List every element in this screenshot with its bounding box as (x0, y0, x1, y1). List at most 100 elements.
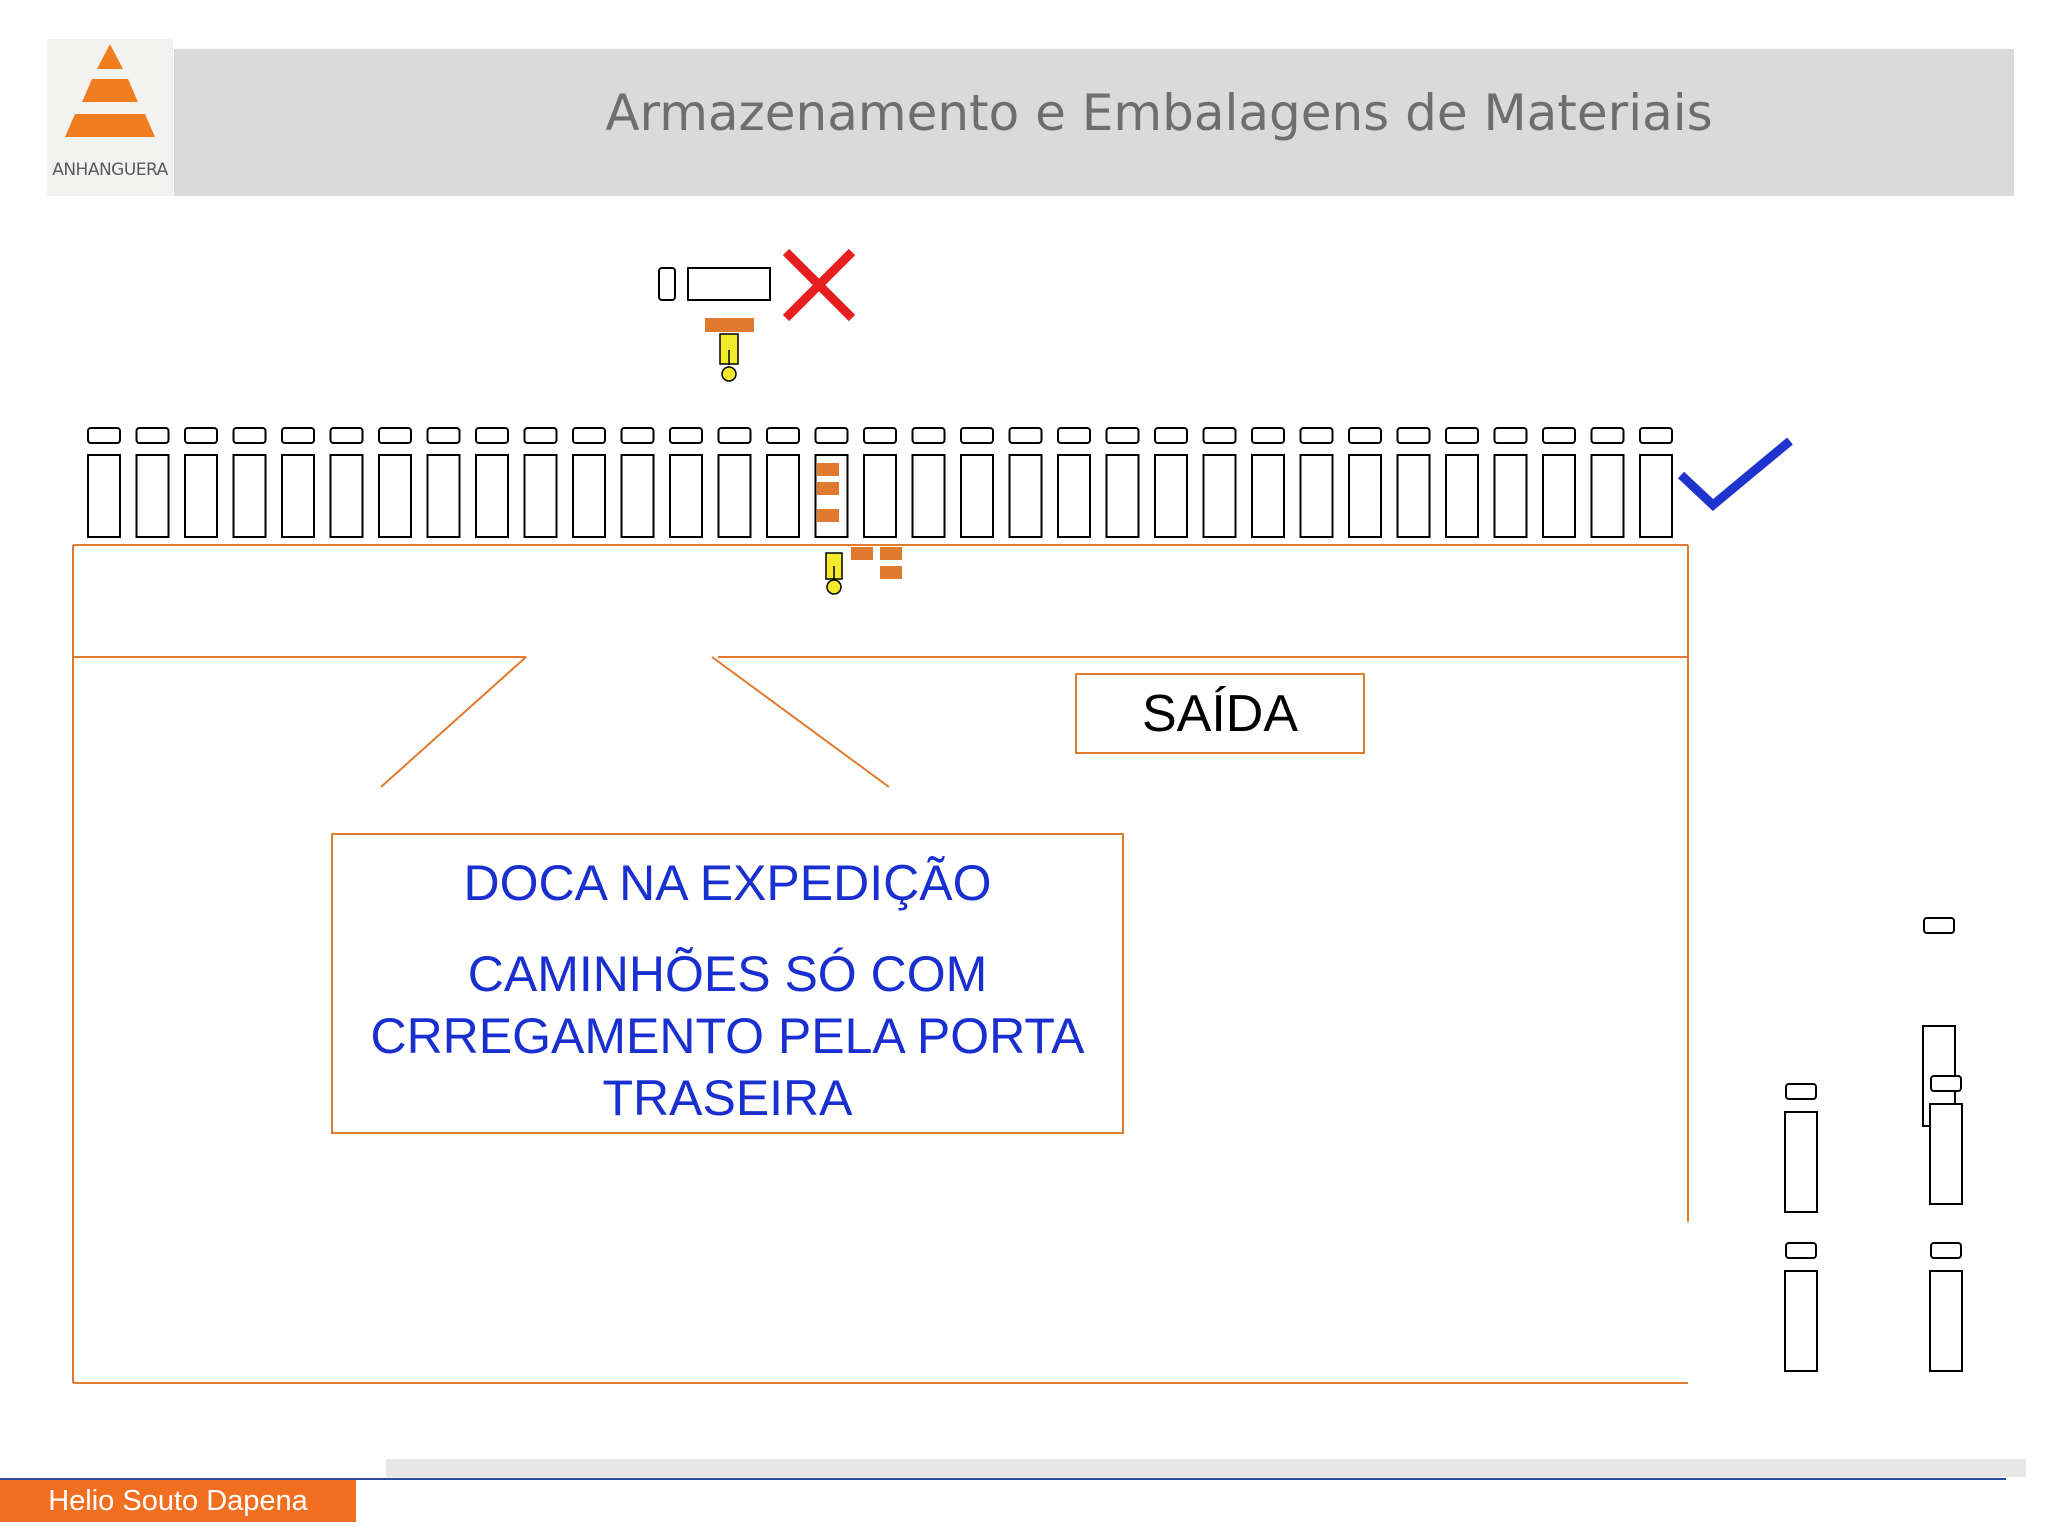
truck-cab (1493, 427, 1528, 444)
truck (87, 427, 121, 538)
truck-trailer (1590, 454, 1625, 538)
truck-cab (1542, 427, 1576, 444)
pallet (851, 547, 873, 560)
truck-cab (378, 427, 412, 444)
truck-trailer (329, 454, 364, 538)
truck-trailer (1396, 454, 1431, 538)
pallet (817, 509, 839, 522)
header-band: Armazenamento e Embalagens de Materiais (174, 49, 2014, 196)
truck-trailer (184, 454, 218, 538)
truck-cab (1251, 427, 1285, 444)
exit-label-box: SAÍDA (1075, 673, 1365, 754)
check-icon (1677, 437, 1793, 512)
truck-cab (572, 427, 606, 444)
truck (523, 427, 558, 538)
truck-trailer (232, 454, 267, 538)
truck (1784, 1083, 1818, 1213)
truck-trailer (1493, 454, 1528, 538)
truck-cab (1299, 427, 1334, 444)
dock-label: DOCA NA EXPEDIÇÃO (463, 855, 992, 911)
truck-cab (863, 427, 897, 444)
truck (669, 427, 703, 538)
truck (135, 427, 170, 538)
truck (1922, 917, 1956, 1127)
truck-trailer (572, 454, 606, 538)
truck-trailer (1542, 454, 1576, 538)
truck-cab (717, 427, 752, 444)
forklift-wheel (826, 579, 842, 595)
truck-cab (426, 427, 461, 444)
truck-cab (1348, 427, 1382, 444)
wrong-parking-example (658, 248, 856, 382)
truck-trailer (475, 454, 509, 538)
anhanguera-logo: ANHANGUERA (47, 39, 173, 196)
truck-trailer (1105, 454, 1140, 538)
truck-cab (135, 427, 170, 444)
entrance-line-right (711, 656, 890, 788)
parked-trucks (1784, 917, 1963, 1372)
truck (378, 427, 412, 538)
truck-trailer (1784, 1111, 1818, 1213)
truck (1639, 427, 1673, 538)
truck-cab (1445, 427, 1479, 444)
truck-cab (1923, 917, 1955, 934)
truck (863, 427, 897, 538)
truck-trailer (766, 454, 800, 538)
truck (1445, 427, 1479, 538)
truck (1057, 427, 1091, 538)
truck-trailer (1299, 454, 1334, 538)
footer-author: Helio Souto Dapena (0, 1480, 356, 1522)
truck (232, 427, 267, 538)
forklift-wheel (721, 366, 737, 382)
truck-cab (523, 427, 558, 444)
truck-cab (232, 427, 267, 444)
footer-divider (0, 1478, 2006, 1480)
truck (1008, 427, 1043, 538)
truck (281, 427, 315, 538)
truck-cab (1930, 1242, 1962, 1259)
truck-cab (1202, 427, 1237, 444)
truck-cab (911, 427, 946, 444)
truck (911, 427, 946, 538)
truck (475, 427, 509, 538)
truck-cab (814, 427, 849, 444)
truck-cab (620, 427, 655, 444)
truck (329, 427, 364, 538)
truck-trailer (717, 454, 752, 538)
truck (184, 427, 218, 538)
truck (1396, 427, 1431, 538)
truck-cab (184, 427, 218, 444)
truck (717, 427, 752, 538)
truck (1929, 1075, 1963, 1205)
truck-cab (1590, 427, 1625, 444)
truck-cab (1639, 427, 1673, 444)
truck (766, 427, 800, 538)
truck-trailer (1057, 454, 1091, 538)
truck-trailer (1154, 454, 1188, 538)
truck-cab (1930, 1075, 1962, 1092)
truck-trailer (1348, 454, 1382, 538)
dock-note-box: DOCA NA EXPEDIÇÃO CAMINHÕES SÓ COM CRREG… (331, 833, 1124, 1134)
truck (1154, 427, 1188, 538)
truck-cab (1396, 427, 1431, 444)
exit-label: SAÍDA (1141, 684, 1299, 743)
truck-cab (475, 427, 509, 444)
truck (1251, 427, 1285, 538)
truck-trailer (378, 454, 412, 538)
truck-trailer (523, 454, 558, 538)
footer-band (386, 1459, 2026, 1477)
truck-cab (1154, 427, 1188, 444)
truck (1493, 427, 1528, 538)
truck (1105, 427, 1140, 538)
truck-cab (1057, 427, 1091, 444)
truck-trailer (1202, 454, 1237, 538)
pallet (817, 463, 839, 476)
truck (960, 427, 994, 538)
truck-cab (658, 267, 676, 301)
truck-trailer (1251, 454, 1285, 538)
pallet (817, 482, 839, 495)
truck-trailer (1639, 454, 1673, 538)
pallet (705, 318, 754, 332)
truck-trailer (135, 454, 170, 538)
